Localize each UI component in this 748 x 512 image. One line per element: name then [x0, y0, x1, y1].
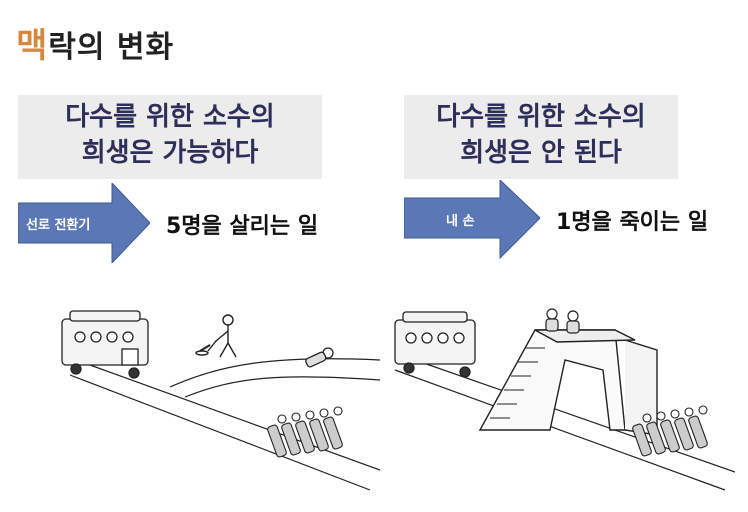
right-outcome: 1명을 죽이는 일: [556, 210, 709, 235]
right-statement-line1: 다수를 위한 소수의: [436, 102, 646, 132]
people-on-bridge-icon: [545, 308, 580, 334]
right-arrow: 내 손: [404, 180, 540, 260]
left-arrow: 선로 전환기: [18, 183, 150, 263]
trolley-footbridge-illustration: [385, 300, 736, 504]
single-person-icon: [305, 347, 334, 368]
left-statement-line2: 희생은 가능하다: [81, 138, 259, 168]
left-statement-line1: 다수를 위한 소수의: [65, 102, 275, 132]
left-arrow-label: 선로 전환기: [26, 218, 91, 233]
footbridge-icon: [478, 329, 658, 436]
title-accent-char: 맥: [16, 26, 49, 66]
trolley-icon: [394, 311, 476, 378]
left-statement-box: 다수를 위한 소수의 희생은 가능하다: [18, 95, 322, 179]
left-outcome: 5명을 살리는 일: [166, 214, 319, 239]
trolley-switch-illustration: [50, 305, 381, 504]
five-people-icon: [632, 405, 708, 457]
trolley-icon: [61, 310, 149, 379]
page-title: 맥락의 변화: [16, 18, 174, 67]
right-arrow-label: 내 손: [446, 214, 475, 229]
right-statement-box: 다수를 위한 소수의 희생은 안 된다: [404, 95, 678, 179]
person-at-lever-icon: [195, 314, 237, 358]
right-statement-line2: 희생은 안 된다: [460, 138, 622, 168]
title-rest: 락의 변화: [48, 30, 175, 65]
five-people-icon: [267, 406, 343, 458]
